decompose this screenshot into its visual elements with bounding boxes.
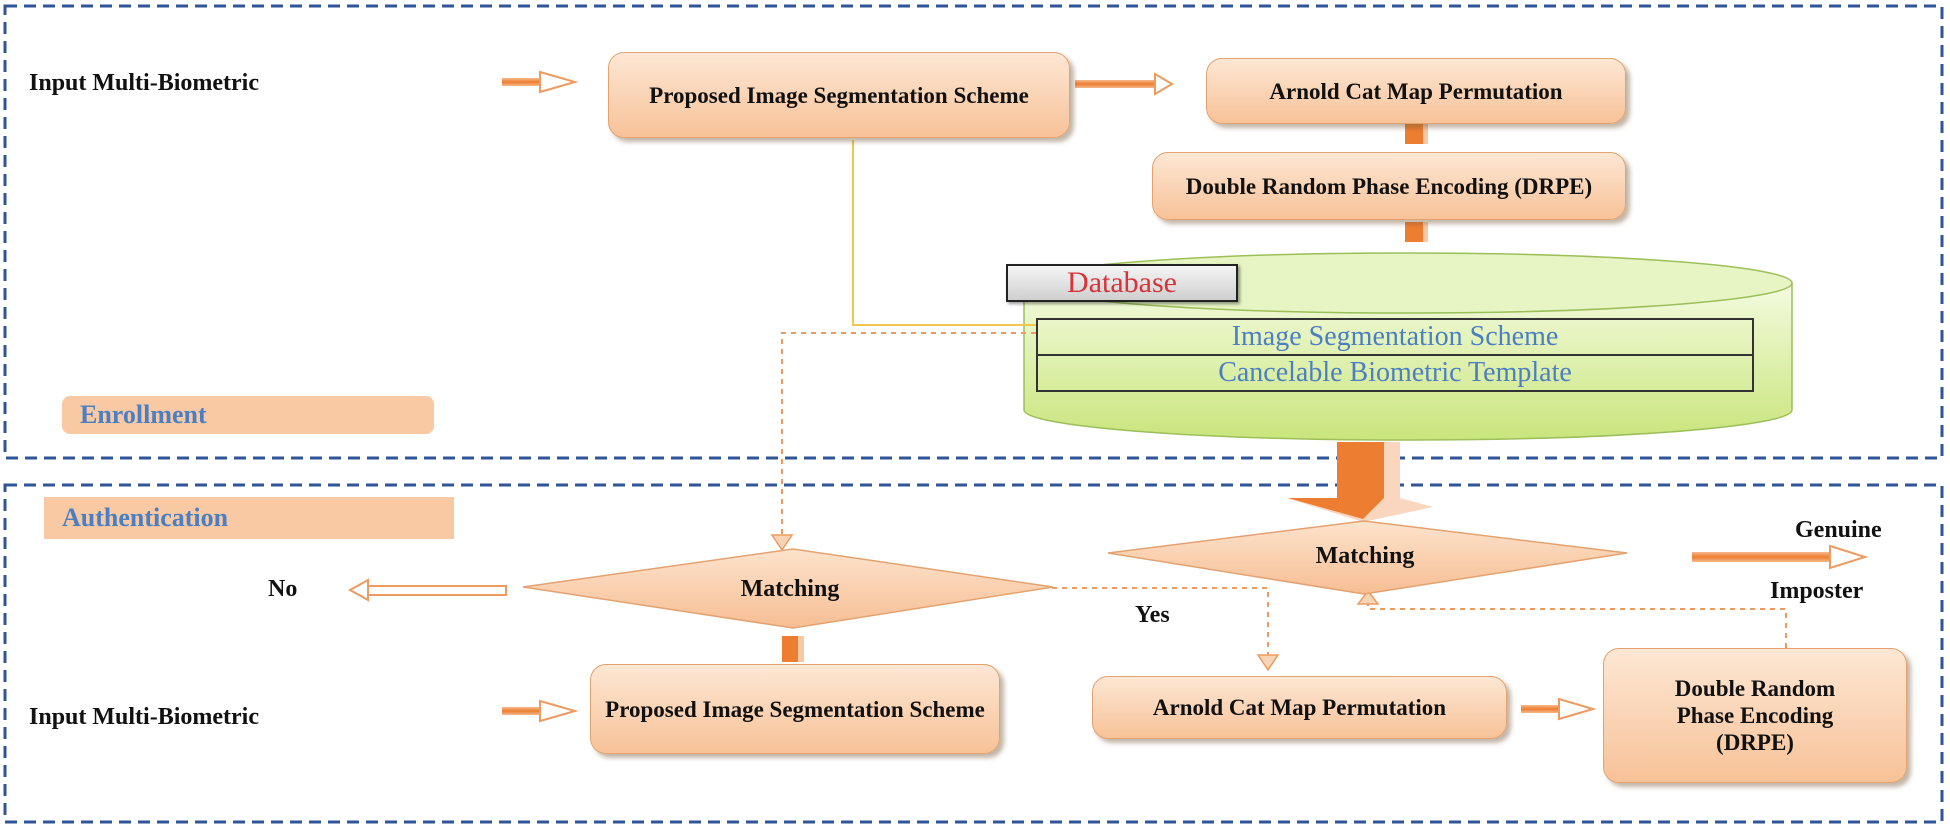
auth-segmentation-box: Proposed Image Segmentation Scheme <box>590 664 1000 754</box>
arrow-arnold-to-drpe-auth <box>1521 697 1597 721</box>
yes-label: Yes <box>1135 602 1170 628</box>
genuine-arrow <box>1692 544 1869 570</box>
arrow-input-to-segmentation-auth <box>502 699 579 723</box>
matching-left-label: Matching <box>740 576 840 602</box>
enroll-arnold-box: Arnold Cat Map Permutation <box>1206 58 1626 124</box>
database-row-template: Cancelable Biometric Template <box>1036 354 1754 392</box>
drpe-to-matching-arrowhead <box>1356 589 1380 605</box>
database-to-left-matching-dotted <box>781 332 1036 535</box>
no-arrow <box>347 578 507 602</box>
enrollment-frame <box>3 4 1944 460</box>
drpe-to-matching-dotted <box>1367 602 1787 648</box>
genuine-label: Genuine <box>1795 517 1882 543</box>
imposter-label: Imposter <box>1770 578 1864 604</box>
left-matching-dotted-arrowhead <box>770 534 794 552</box>
enroll-input-label: Input Multi-Biometric <box>29 70 259 96</box>
auth-input-label: Input Multi-Biometric <box>29 704 259 730</box>
matching-left-diamond <box>522 548 1054 629</box>
arrow-segmentation-to-arnold-enroll <box>1075 72 1174 96</box>
matching-right-diamond <box>1107 520 1628 595</box>
authentication-tag: Authentication <box>44 497 454 539</box>
database-title: Database <box>1006 264 1238 302</box>
yes-dotted-arrowhead <box>1256 654 1280 672</box>
database-row-segmentation: Image Segmentation Scheme <box>1036 318 1754 356</box>
enroll-segmentation-box: Proposed Image Segmentation Scheme <box>608 52 1070 138</box>
arrow-input-to-segmentation-enroll <box>502 70 579 94</box>
arrow-database-to-matching <box>1286 442 1433 522</box>
no-label: No <box>268 576 298 602</box>
authentication-frame <box>3 483 1944 824</box>
auth-drpe-box: Double Random Phase Encoding (DRPE) <box>1603 648 1907 783</box>
arrow-segmentation-to-left-matching <box>782 636 804 662</box>
segmentation-to-database-line <box>852 140 1036 326</box>
enroll-drpe-box: Double Random Phase Encoding (DRPE) <box>1152 152 1626 220</box>
auth-arnold-box: Arnold Cat Map Permutation <box>1092 676 1507 739</box>
matching-right-label: Matching <box>1315 543 1415 569</box>
arrow-arnold-to-drpe <box>1405 124 1428 144</box>
yes-dotted-path <box>1052 587 1269 655</box>
arrow-drpe-to-database <box>1405 222 1428 242</box>
enrollment-tag: Enrollment <box>62 396 434 434</box>
